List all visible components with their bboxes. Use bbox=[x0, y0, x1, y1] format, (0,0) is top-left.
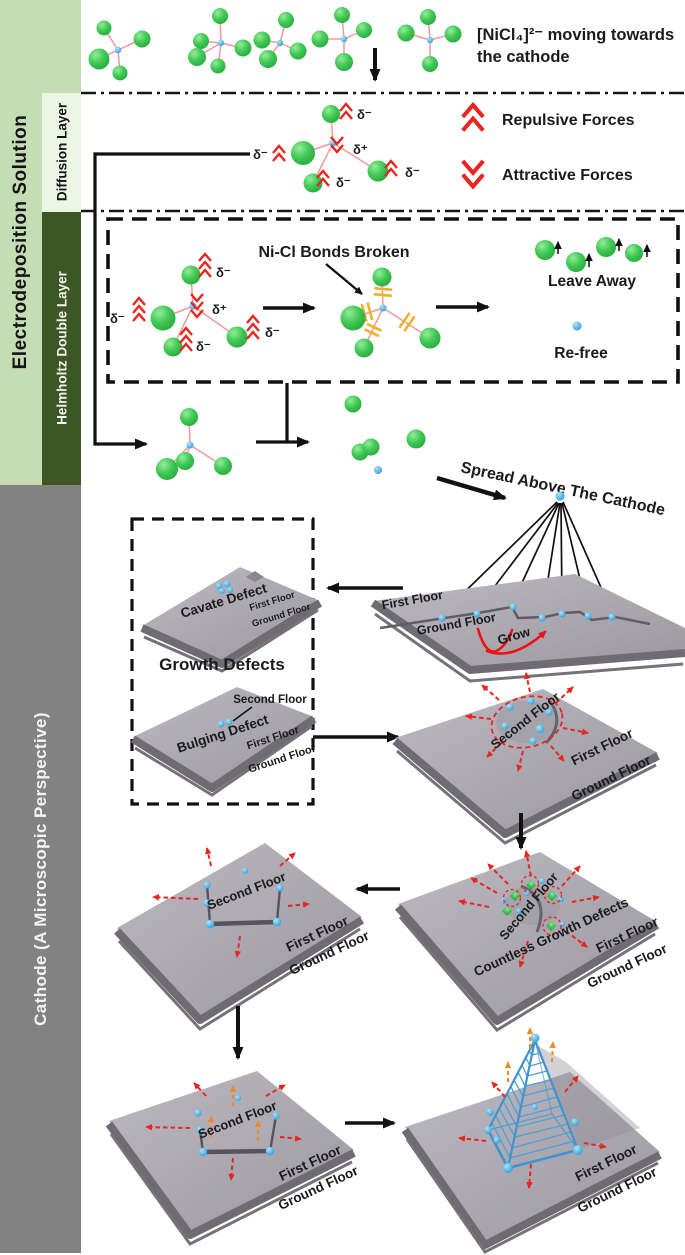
platform-bulging: Second Floor Bulging Defect First Floor … bbox=[130, 687, 318, 797]
nicl4-ion bbox=[88, 20, 151, 81]
bonds-broken-label: Ni-Cl Bonds Broken bbox=[258, 244, 409, 261]
repulsive-chevron-icon bbox=[178, 326, 194, 353]
nicl4-ion bbox=[311, 7, 372, 71]
helmholtz-ion: δ⁻ δ⁺ δ⁻ δ⁻ δ⁻ bbox=[110, 252, 280, 357]
attractive-chevron-icon bbox=[189, 292, 205, 319]
re-free-group: Re-free bbox=[554, 321, 608, 362]
broken-bond-mark bbox=[398, 312, 416, 332]
delta-minus: δ⁻ bbox=[357, 107, 372, 122]
broken-bond-mark bbox=[363, 322, 383, 338]
pyramid-wireframe bbox=[486, 1039, 580, 1170]
platform-countless-defects: Second Floor Countless Growth Defects Fi… bbox=[394, 850, 670, 1032]
bonds-broken-pointer bbox=[325, 263, 363, 295]
grow-mark bbox=[476, 627, 514, 653]
sidebar-cathode-band bbox=[0, 485, 81, 1253]
nicl4-ion bbox=[188, 8, 252, 74]
second-floor-step-arc bbox=[544, 699, 559, 745]
delta-plus: δ⁺ bbox=[353, 142, 368, 157]
repulsive-chevron-icon bbox=[338, 102, 354, 121]
platform-second-floor-frame: Second Floor First Floor Ground Floor bbox=[114, 843, 372, 1031]
growth-defects-title: Growth Defects bbox=[159, 655, 285, 674]
platform-pyramid: First Floor Ground Floor bbox=[401, 1027, 662, 1254]
platform-nucleation: Second Floor First Floor Ground Floor bbox=[392, 672, 660, 845]
platform-growing-frame: Second Floor First Floor Ground Floor bbox=[105, 1071, 361, 1246]
repulsive-chevron-icon bbox=[245, 314, 261, 341]
attractive-forces-icon bbox=[463, 161, 483, 187]
arrow-spread bbox=[436, 475, 507, 501]
delta-minus: δ⁻ bbox=[405, 165, 420, 180]
delta-minus: δ⁻ bbox=[253, 147, 268, 162]
broken-bond-ion bbox=[340, 267, 441, 358]
broken-bond-mark bbox=[373, 286, 393, 298]
leave-away-label: Leave Away bbox=[548, 273, 636, 290]
repulsive-forces-icon bbox=[463, 105, 483, 131]
second-floor-pointer bbox=[232, 706, 253, 722]
force-legend: Repulsive Forces Attractive Forces bbox=[463, 105, 635, 187]
caption-line1: [NiCl₄]²⁻ moving towards bbox=[477, 26, 674, 44]
delta-plus: δ⁺ bbox=[212, 302, 227, 317]
repulsive-chevron-icon bbox=[271, 144, 287, 163]
re-free-label: Re-free bbox=[554, 345, 608, 362]
nicl4-ion bbox=[397, 9, 462, 72]
diffusion-ion: δ⁻ δ⁺ δ⁻ δ⁻ δ⁻ bbox=[253, 102, 420, 193]
platform-cavate: Cavate Defect First Floor Ground Floor bbox=[140, 567, 323, 673]
pyramid-shadow bbox=[535, 1044, 640, 1150]
dissociated-ions bbox=[344, 395, 426, 474]
repulsive-chevron-icon bbox=[131, 296, 147, 323]
platform-landing: First Floor Ground Floor Grow bbox=[370, 574, 685, 683]
sidebar-diffusion-band bbox=[42, 93, 81, 212]
defect-nuclei bbox=[501, 874, 565, 936]
leave-away-group: Leave Away bbox=[535, 237, 651, 290]
second-floor-step-arc bbox=[520, 884, 543, 933]
repulsive-label: Repulsive Forces bbox=[502, 112, 635, 129]
nicl4-ion bbox=[253, 12, 307, 68]
nicl4-ion-row: [NiCl₄]²⁻ moving towards the cathode bbox=[88, 7, 674, 82]
connector-diffusion-to-free bbox=[93, 152, 250, 450]
sidebar-helmholtz-band bbox=[42, 212, 81, 485]
delta-minus: δ⁻ bbox=[265, 325, 280, 340]
delta-minus: δ⁻ bbox=[216, 265, 231, 280]
growth-front-circle bbox=[490, 695, 564, 749]
grow-mark-arrow bbox=[485, 630, 547, 655]
cavate-notch bbox=[246, 571, 264, 582]
growth-defects-box bbox=[130, 517, 315, 806]
attractive-label: Attractive Forces bbox=[502, 167, 633, 184]
delta-minus: δ⁻ bbox=[336, 175, 351, 190]
second-floor-label: Second Floor bbox=[233, 694, 307, 706]
helmholtz-process-box bbox=[106, 217, 680, 384]
free-ion bbox=[156, 408, 232, 480]
caption-line2: the cathode bbox=[477, 48, 570, 66]
delta-minus: δ⁻ bbox=[196, 339, 211, 354]
delta-minus: δ⁻ bbox=[110, 311, 125, 326]
repulsive-chevron-icon bbox=[197, 252, 213, 279]
